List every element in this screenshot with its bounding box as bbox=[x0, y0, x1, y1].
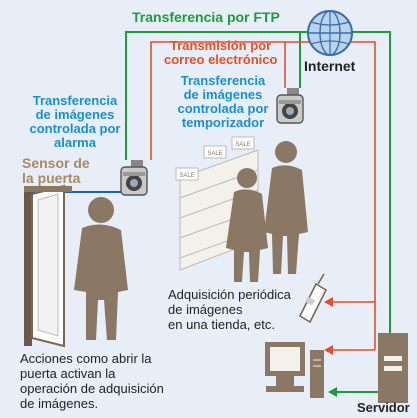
alarm-label-line-2: de imágenes bbox=[35, 107, 115, 122]
sale-sign-3: SALE bbox=[179, 173, 194, 179]
alarm-label-line-1: Transferencia bbox=[32, 93, 118, 108]
timer-label-line-3: controlada por bbox=[177, 101, 269, 116]
door-sensor-label-line-1: Sensor de bbox=[22, 155, 90, 171]
timer-label-line-4: temporizador bbox=[181, 115, 265, 130]
timer-camera-icon bbox=[276, 88, 304, 124]
alarm-camera-icon bbox=[120, 160, 148, 196]
ftp-connection-line bbox=[125, 31, 391, 392]
alarm-label-line-3: controlada por bbox=[29, 121, 121, 136]
shoppers-silhouette bbox=[226, 141, 308, 282]
door-caption-line-3: operación de adquisición bbox=[20, 381, 164, 396]
door-caption-line-2: puerta activan la bbox=[20, 366, 116, 381]
ftp-label: Transferencia por FTP bbox=[132, 9, 280, 25]
man-silhouette bbox=[74, 197, 128, 340]
mobile-phone-icon bbox=[298, 273, 328, 324]
timer-label-line-2: de imágenes bbox=[183, 87, 263, 102]
email-arrowhead-pc bbox=[324, 345, 333, 355]
door-caption-line-1: Acciones como abrir la bbox=[20, 351, 152, 366]
internet-globe-icon bbox=[307, 10, 353, 56]
sale-sign-2: SALE bbox=[235, 142, 250, 148]
computer-icon bbox=[265, 342, 324, 398]
door-illustration bbox=[24, 184, 72, 348]
door-caption-line-4: de imágenes. bbox=[20, 396, 99, 411]
shop-caption-line-1: Adquisición periódica bbox=[168, 287, 291, 302]
internet-label: Internet bbox=[304, 58, 356, 74]
shop-caption-line-3: en una tienda, etc. bbox=[168, 317, 275, 332]
email-arrowhead-phone bbox=[324, 297, 333, 307]
email-label-line-2: correo electrónico bbox=[164, 52, 278, 67]
server-icon bbox=[378, 333, 408, 403]
door-sensor-label-line-2: la puerta bbox=[22, 170, 81, 186]
email-label-line-1: Transmisión por bbox=[170, 38, 272, 53]
alarm-label-line-4: alarma bbox=[54, 135, 96, 150]
ftp-arrowhead-pc bbox=[328, 387, 337, 397]
server-label: Servidor bbox=[357, 400, 410, 415]
timer-label-line-1: Transferencia bbox=[180, 73, 266, 88]
shop-caption-line-2: de imágenes bbox=[168, 302, 243, 317]
sale-sign-1: SALE bbox=[207, 151, 222, 157]
email-connection-line bbox=[150, 41, 376, 350]
